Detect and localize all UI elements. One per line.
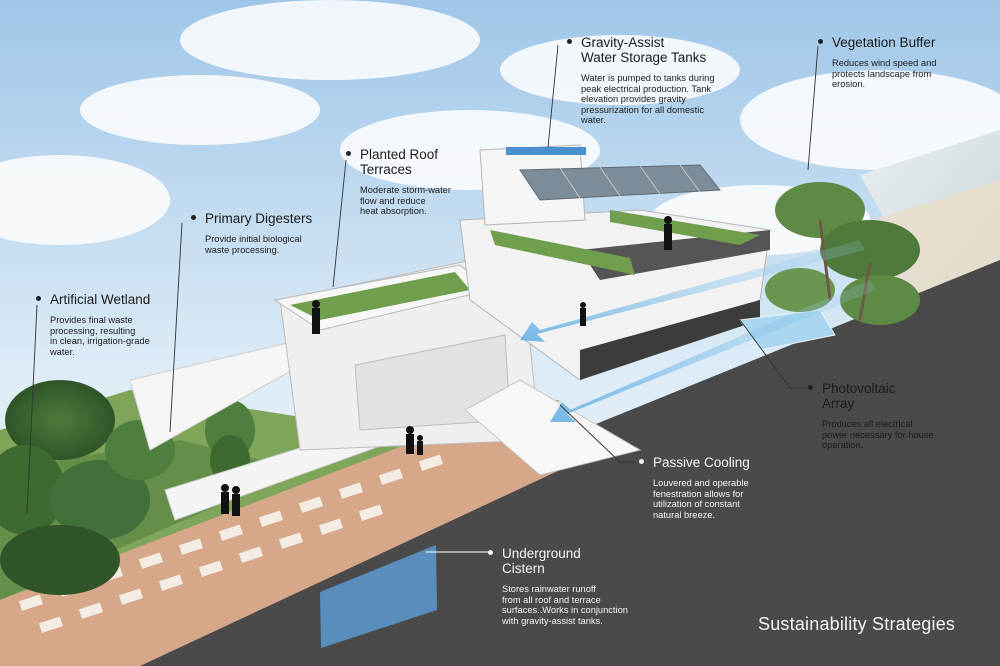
callout-vegetation-buffer: Vegetation Buffer Reduces wind speed and… bbox=[818, 35, 982, 90]
entry-path bbox=[0, 420, 560, 666]
callout-marker bbox=[346, 151, 351, 156]
people-silhouettes bbox=[221, 216, 672, 516]
callout-text: Water is pumped to tanks during peak ele… bbox=[581, 73, 715, 126]
upper-roof-grass bbox=[490, 230, 635, 275]
underground-cistern bbox=[320, 545, 437, 648]
callout-title: Passive Cooling bbox=[653, 455, 750, 470]
callout-text: Provide initial biological waste process… bbox=[205, 234, 302, 255]
callout-marker bbox=[567, 39, 572, 44]
callout-title: Underground Cistern bbox=[502, 546, 581, 576]
callout-text: Provides final waste processing, resulti… bbox=[50, 315, 150, 357]
callout-photovoltaic-array: Photovoltaic Array Produces all electric… bbox=[808, 381, 972, 451]
callout-underground-cistern: Underground Cistern Stores rainwater run… bbox=[488, 546, 662, 626]
callout-title: Primary Digesters bbox=[205, 211, 313, 226]
callout-marker bbox=[488, 550, 493, 555]
callout-title: Planted Roof Terraces bbox=[360, 147, 439, 177]
vegetation-buffer-palms bbox=[765, 182, 920, 325]
callout-marker bbox=[36, 296, 41, 301]
callout-text: Reduces wind speed and protects landscap… bbox=[832, 58, 937, 90]
callout-text: Stores rainwater runoff from all roof an… bbox=[502, 584, 628, 626]
callout-text: Produces all electrical power necessary … bbox=[822, 419, 934, 451]
diagram-title: Sustainability Strategies bbox=[758, 614, 956, 634]
pv-grid bbox=[559, 164, 701, 199]
callout-water-storage-tanks: Gravity-Assist Water Storage Tanks Water… bbox=[567, 35, 761, 126]
callout-text: Louvered and operable fenestration allow… bbox=[653, 478, 749, 520]
breeze-arrow-lower bbox=[550, 280, 876, 422]
callout-artificial-wetland: Artificial Wetland Provides final waste … bbox=[36, 292, 190, 357]
house-stairs bbox=[464, 379, 642, 476]
callout-marker bbox=[191, 215, 196, 220]
leader-lines bbox=[26, 44, 819, 515]
callout-passive-cooling: Passive Cooling Louvered and operable fe… bbox=[639, 455, 803, 520]
water-tank bbox=[506, 147, 586, 155]
callout-marker bbox=[808, 385, 813, 390]
callout-title: Artificial Wetland bbox=[50, 292, 151, 307]
callout-text: Moderate storm-water flow and reduce hea… bbox=[360, 185, 451, 217]
breeze-arrow-upper bbox=[520, 240, 865, 342]
callout-title: Photovoltaic Array bbox=[822, 381, 896, 411]
callout-title: Vegetation Buffer bbox=[832, 35, 936, 50]
callout-marker bbox=[818, 39, 823, 44]
callout-title: Gravity-Assist Water Storage Tanks bbox=[581, 35, 707, 65]
wetland-trees bbox=[0, 380, 255, 595]
upper-dark-band bbox=[580, 300, 760, 380]
callout-marker bbox=[639, 459, 644, 464]
callout-primary-digesters: Primary Digesters Provide initial biolog… bbox=[191, 211, 345, 255]
callout-planted-roof-terraces: Planted Roof Terraces Moderate storm-wat… bbox=[346, 147, 500, 217]
lower-roof-grass bbox=[290, 272, 470, 320]
upper-roof-grass-2 bbox=[610, 210, 760, 245]
